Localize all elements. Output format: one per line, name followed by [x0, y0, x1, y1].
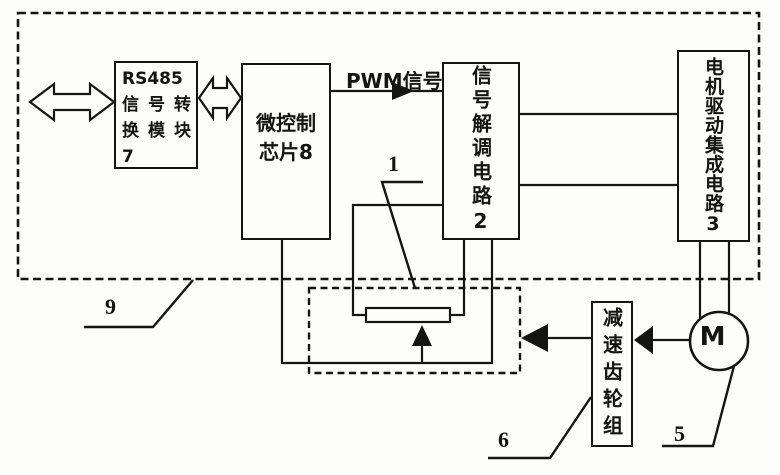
- motor-label: M: [699, 322, 726, 352]
- label-pwm-signal: PWM信号: [346, 69, 443, 93]
- motor-gear-arrowhead-icon: [634, 326, 653, 354]
- potentiometer-dashed-enclosure: [307, 286, 522, 375]
- potentiometer-body: [364, 306, 452, 324]
- block-signal-demodulator: 信号解调电路2: [442, 62, 520, 240]
- rs485-label-line2: 信号转: [122, 95, 200, 115]
- ref-label-1: 1: [388, 151, 399, 176]
- rs485-ref-number: 7: [122, 147, 134, 167]
- rs485-label-line3: 换模块: [122, 121, 200, 141]
- leader-line-5: [662, 365, 736, 448]
- bidirectional-arrow-icon: [28, 81, 116, 123]
- mcu-ground-loop-wire: [280, 240, 494, 365]
- wiper-arrowhead-icon: [412, 325, 432, 346]
- block-motor-driver-ic: 电机驱动集成电路3: [677, 50, 750, 242]
- outer-dashed-enclosure: [16, 11, 761, 281]
- ref-label-6: 6: [498, 427, 509, 452]
- block-reduction-gearbox: 减速齿轮组: [591, 301, 633, 447]
- leader-line-1: [380, 180, 423, 289]
- pot-right-wire: [450, 240, 466, 317]
- pot-left-wire: [351, 203, 442, 317]
- block-rs485-module: RS485 信号转 换模块 7: [114, 61, 198, 169]
- leader-line-9: [84, 279, 194, 329]
- driver-label: 电机驱动集成电路3: [702, 56, 724, 236]
- rs485-label-line1: RS485: [122, 69, 183, 89]
- gear-label: 减速齿轮组: [599, 306, 624, 442]
- ref-label-5: 5: [674, 421, 685, 446]
- mcu-label-line1: 微控制: [256, 110, 316, 135]
- block-microcontroller: 微控制 芯片8: [241, 63, 331, 240]
- leader-line-6: [488, 396, 592, 460]
- ref-label-9: 9: [105, 294, 116, 319]
- bidirectional-arrow-icon: [197, 74, 243, 122]
- demod-label: 信号解调电路2: [468, 65, 493, 237]
- gear-pot-arrowhead-icon: [521, 324, 548, 352]
- pwm-arrowhead-icon: [392, 82, 414, 100]
- mcu-label-line2: 芯片8: [259, 139, 313, 164]
